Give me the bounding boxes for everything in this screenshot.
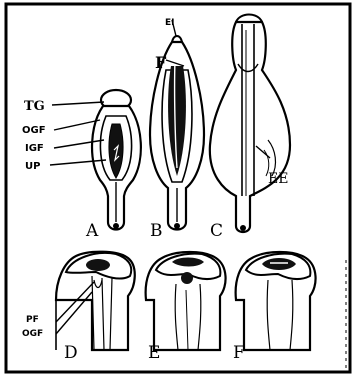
label-f: F bbox=[155, 53, 167, 72]
label-ogf: OGF bbox=[22, 125, 46, 136]
label-tg: TG bbox=[24, 99, 45, 114]
label-up: UP bbox=[25, 161, 40, 172]
drawing-f bbox=[236, 252, 316, 350]
panel-label-e: E bbox=[148, 343, 160, 363]
label-ee: EE bbox=[268, 171, 288, 187]
panel-label-a: A bbox=[85, 221, 99, 241]
panel-label-f: F bbox=[233, 343, 245, 363]
label-igf: IGF bbox=[25, 143, 44, 154]
drawing-e bbox=[146, 252, 226, 350]
label-pf: PF bbox=[26, 315, 39, 325]
panel-label-d: D bbox=[64, 343, 78, 363]
drawing-a bbox=[92, 90, 141, 230]
label-ogf-2: OGF bbox=[22, 329, 43, 339]
drawing-c bbox=[210, 15, 290, 233]
label-ei: EI bbox=[165, 18, 175, 28]
panel-label-b: B bbox=[150, 221, 163, 241]
drawing-d bbox=[56, 252, 135, 350]
panel-label-c: C bbox=[210, 221, 223, 241]
